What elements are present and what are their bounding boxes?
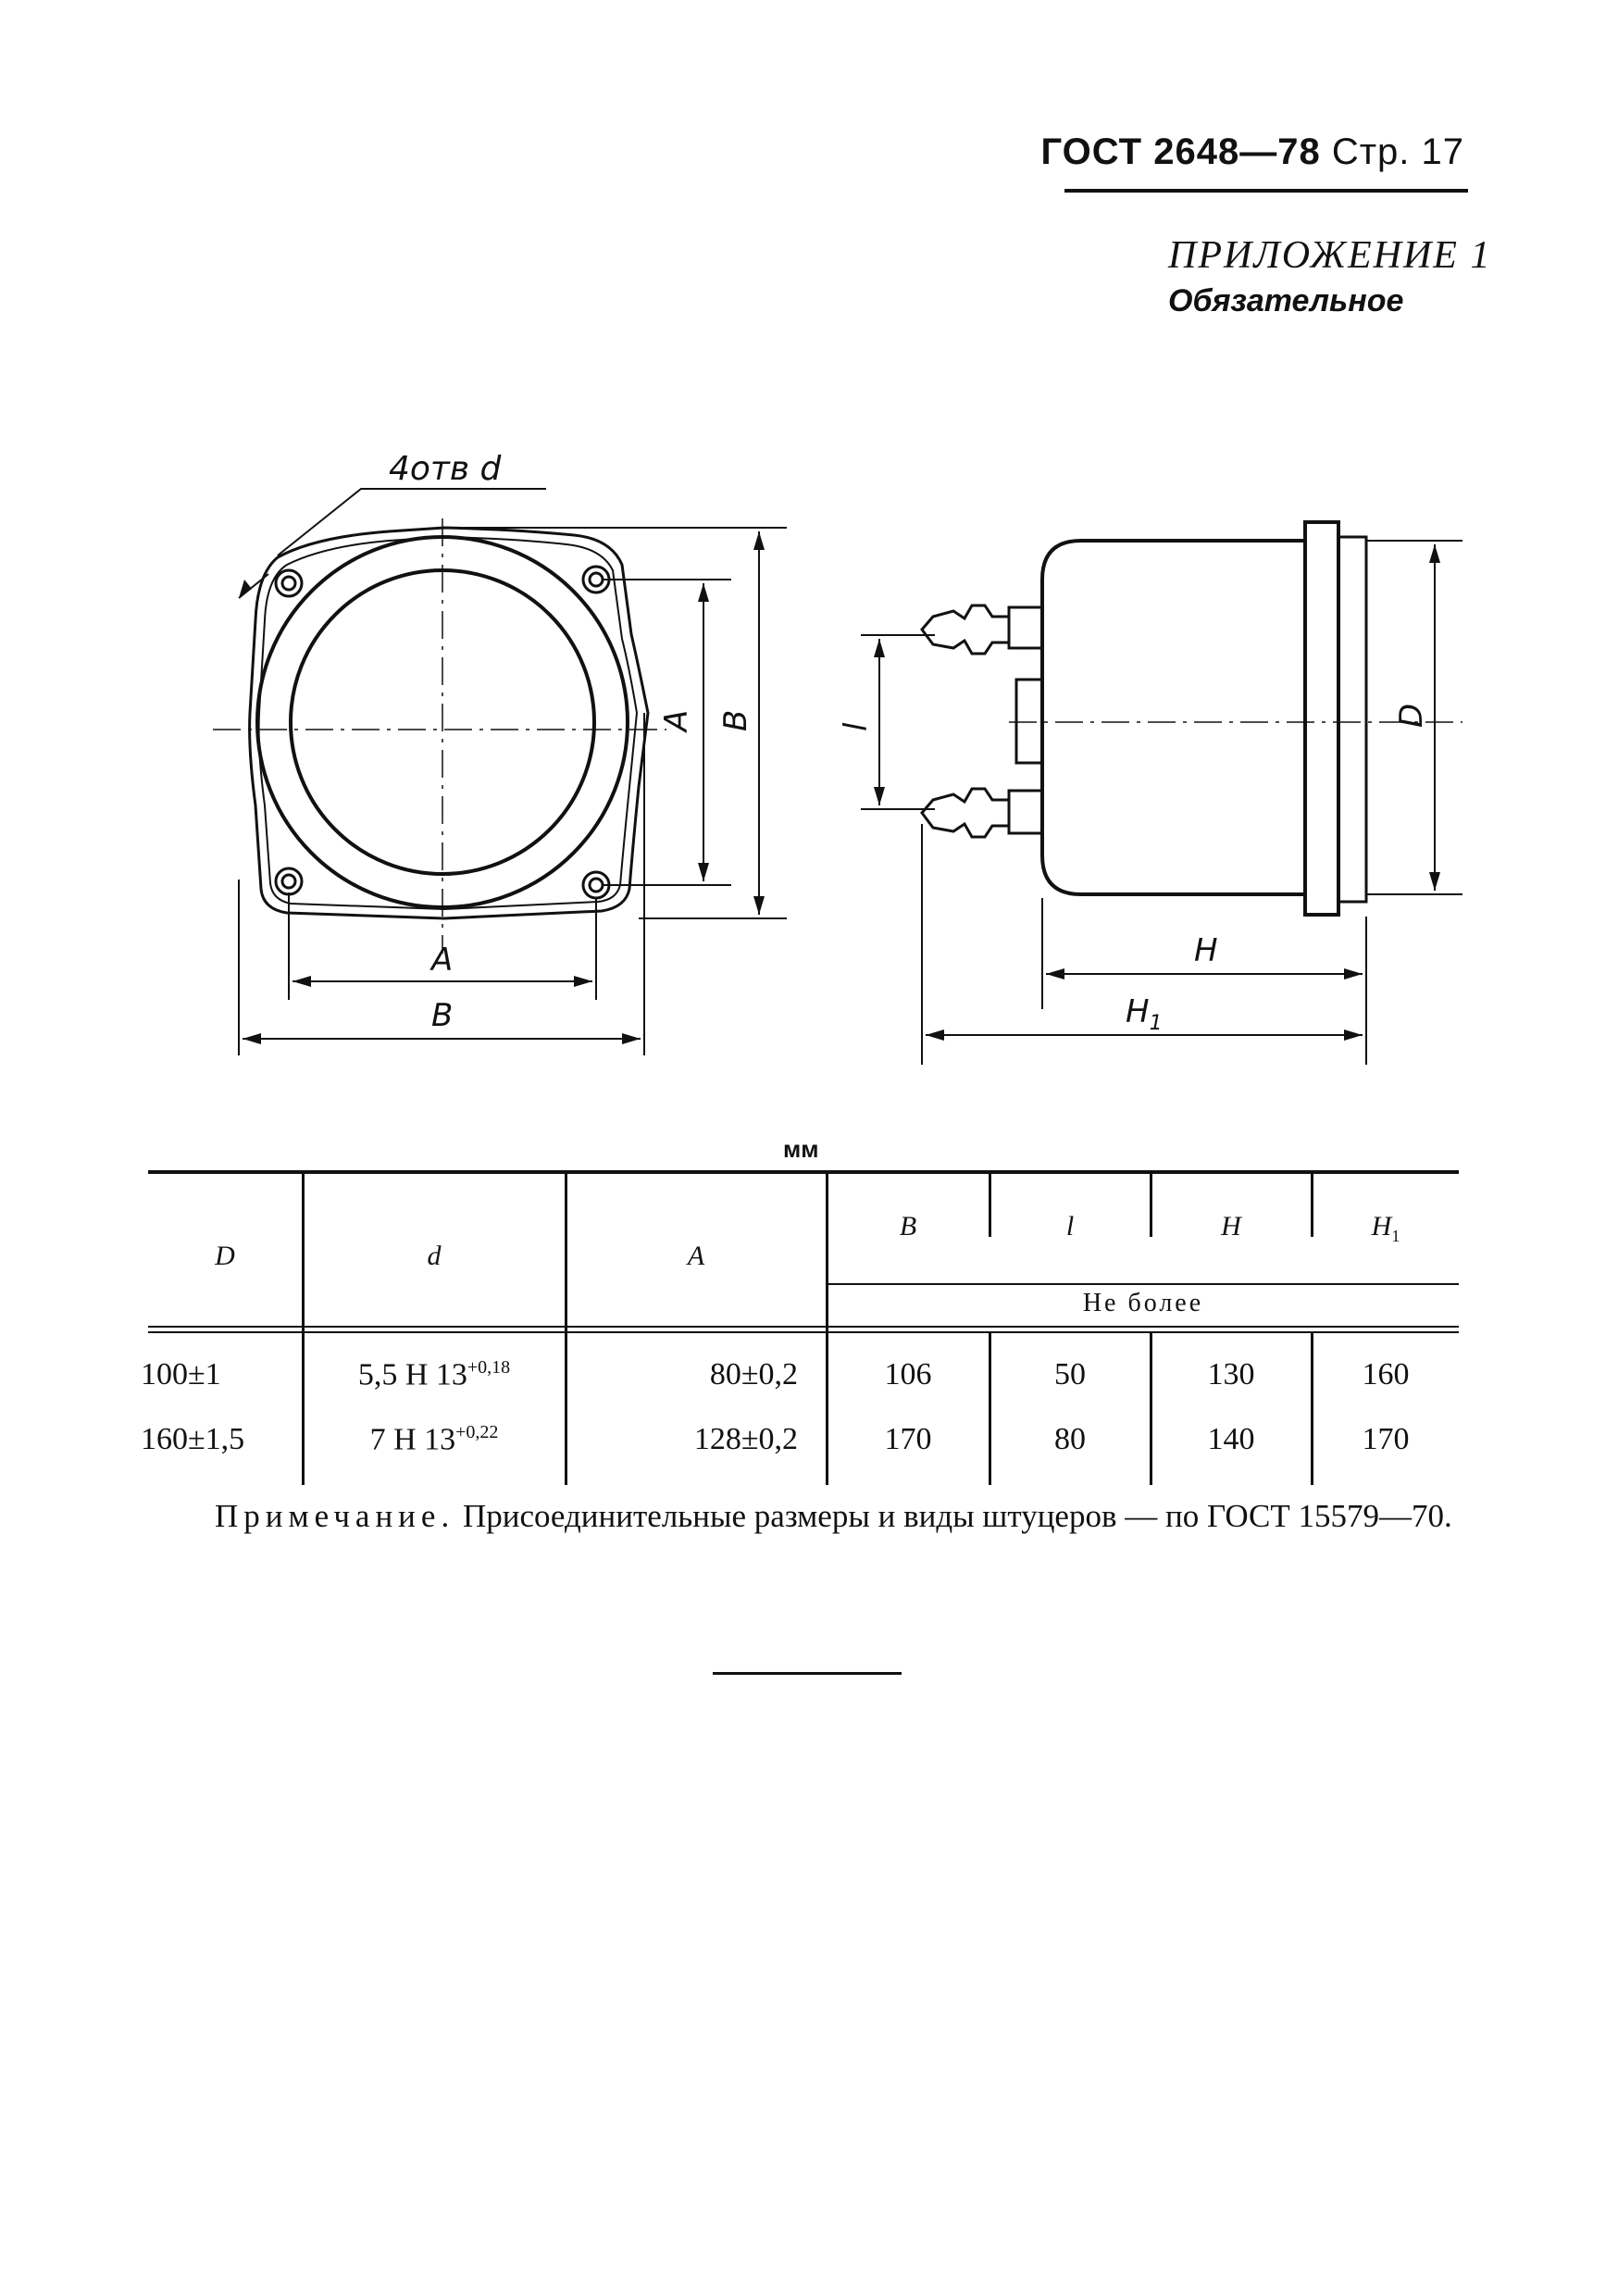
dim-H — [1041, 898, 1367, 1065]
col-separator — [1150, 1333, 1152, 1485]
col-separator — [1150, 1174, 1152, 1237]
header-bottom-rule-1 — [148, 1326, 1459, 1328]
dim-A-horizontal — [288, 892, 597, 1000]
cell-d-row2: 7 H 13+0,22 — [369, 1422, 499, 1457]
table-top-rule — [148, 1170, 1459, 1174]
col-separator — [989, 1174, 991, 1237]
dim-B-vertical — [463, 527, 787, 919]
col-separator — [1311, 1333, 1313, 1485]
col-separator — [302, 1174, 305, 1485]
cell-l-row1: 50 — [1054, 1357, 1086, 1391]
mounting-hole — [280, 575, 297, 592]
holes-leader — [277, 488, 546, 556]
technical-drawing: 4отв d A B A B l D H H1 — [213, 450, 1462, 1065]
fitting-upper — [920, 604, 1042, 655]
cell-H1-row1: 160 — [1362, 1357, 1410, 1391]
subheader-rule — [828, 1283, 1459, 1285]
page-number: Стр. 17 — [1331, 131, 1464, 172]
note-text: Присоединительные размеры и виды штуцеро… — [454, 1498, 1452, 1534]
dim-D — [1366, 540, 1462, 895]
table-unit: мм — [783, 1135, 819, 1163]
dim-H1 — [921, 824, 1363, 1065]
mounting-hole — [280, 873, 297, 890]
label-B-horizontal: B — [431, 997, 453, 1034]
mounting-hole — [588, 571, 604, 588]
side-flange — [1303, 520, 1340, 917]
header-H1: H1 — [1371, 1211, 1400, 1245]
label-H1: H1 — [1126, 993, 1163, 1035]
label-A-horizontal: A — [429, 942, 453, 979]
header-rule — [1064, 189, 1468, 193]
cell-B-row2: 170 — [884, 1422, 932, 1456]
arrowhead — [239, 580, 252, 598]
col-separator — [565, 1174, 567, 1485]
front-flange-outline — [248, 526, 650, 920]
header-bottom-rule-2 — [148, 1331, 1459, 1333]
label-A-vertical: A — [658, 710, 695, 733]
header-A: A — [687, 1241, 705, 1271]
label-H: H — [1194, 932, 1218, 969]
cell-D-row2: 160±1,5 — [141, 1422, 245, 1456]
label-D: D — [1393, 704, 1430, 728]
cell-H1-row2: 170 — [1362, 1422, 1410, 1456]
col-separator — [1311, 1174, 1313, 1237]
subheader-not-more: Не более — [1082, 1289, 1204, 1317]
header-l: l — [1065, 1211, 1075, 1242]
dim-l — [861, 634, 935, 810]
col-separator — [826, 1174, 828, 1485]
front-flange-inner — [257, 535, 639, 911]
page-header: ГОСТ 2648—78 Стр. 17 — [1041, 131, 1464, 173]
cell-H-row2: 140 — [1207, 1422, 1255, 1456]
cell-B-row1: 106 — [884, 1357, 932, 1391]
note-label: Примечание. — [215, 1498, 455, 1534]
label-l: l — [838, 722, 875, 731]
mounting-hole — [274, 867, 304, 896]
holes-label: 4отв d — [389, 450, 503, 488]
mounting-hole — [274, 568, 304, 598]
header-d: d — [427, 1241, 442, 1271]
table-note: Примечание. Присоединительные размеры и … — [154, 1494, 1464, 1539]
cell-A-row2: 128±0,2 — [693, 1422, 798, 1456]
mounting-hole — [588, 877, 604, 893]
standard-code: ГОСТ 2648—78 — [1040, 131, 1321, 172]
cell-d-row1: 5,5 H 13+0,18 — [357, 1357, 511, 1392]
cell-H-row1: 130 — [1207, 1357, 1255, 1391]
side-body — [1040, 539, 1305, 896]
dim-B-horizontal — [238, 713, 645, 1055]
side-center-boss — [1014, 678, 1044, 765]
end-rule — [713, 1672, 902, 1675]
header-B: B — [899, 1211, 917, 1242]
header-D: D — [215, 1241, 235, 1271]
label-B-vertical: B — [717, 710, 754, 731]
col-separator — [989, 1333, 991, 1485]
cell-D-row1: 100±1 — [141, 1357, 221, 1391]
header-H: H — [1221, 1211, 1241, 1242]
fitting-lower — [920, 787, 1042, 839]
cell-A-row1: 80±0,2 — [709, 1357, 798, 1391]
dim-A-vertical — [602, 579, 731, 886]
arrowhead — [874, 639, 885, 805]
appendix-title: ПРИЛОЖЕНИЕ 1 — [1168, 234, 1492, 277]
cell-l-row2: 80 — [1054, 1422, 1086, 1456]
appendix-status: Обязательное — [1168, 283, 1404, 318]
side-bezel — [1338, 535, 1368, 904]
